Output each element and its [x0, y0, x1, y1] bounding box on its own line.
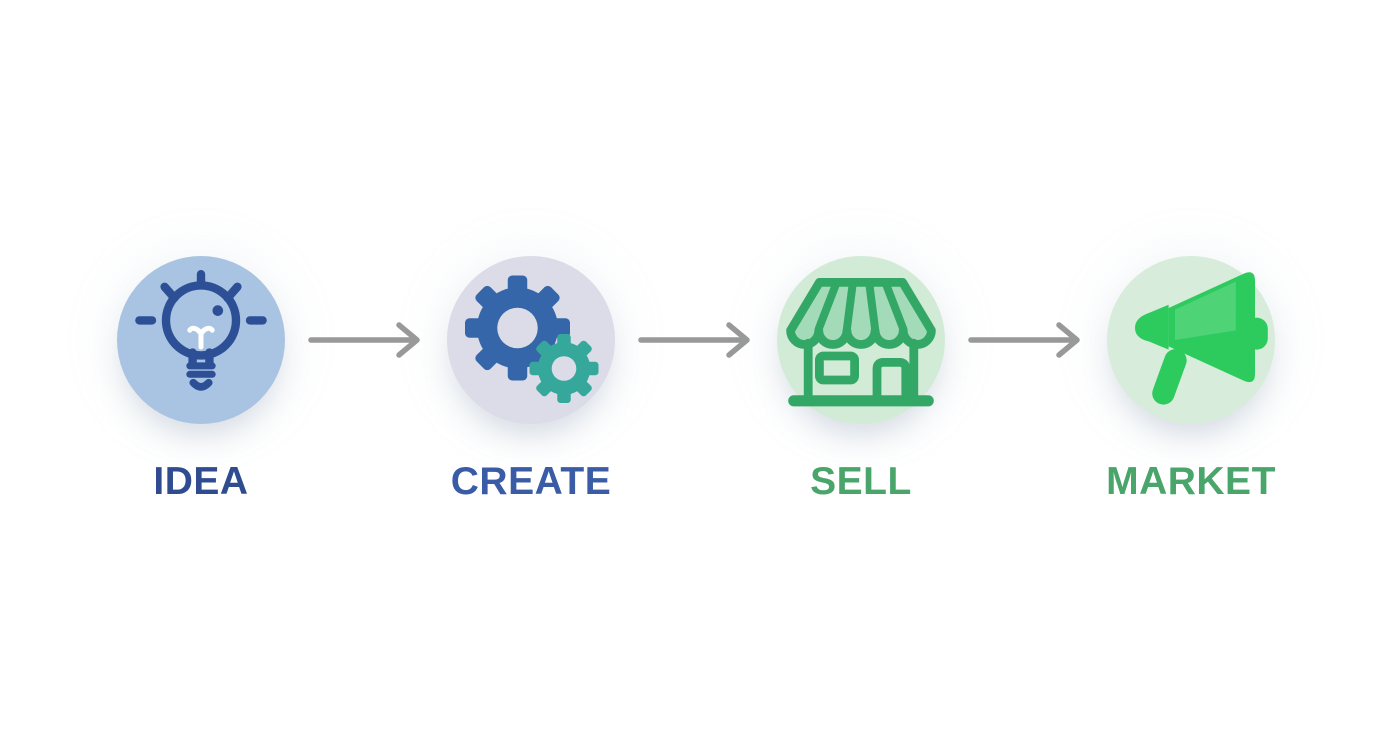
step-sell-label: SELL	[810, 460, 912, 503]
step-idea: IDEA	[106, 256, 296, 501]
step-idea-label: IDEA	[153, 460, 249, 503]
megaphone-icon	[1135, 272, 1268, 405]
step-create-label: CREATE	[450, 460, 612, 503]
step-create-circle	[447, 256, 615, 424]
flow-arrow-2	[638, 322, 750, 358]
step-sell-circle	[777, 256, 945, 424]
step-market-circle	[1107, 256, 1275, 424]
step-market-label: MARKET	[1106, 460, 1276, 503]
step-market: MARKET	[1096, 256, 1286, 501]
flow-arrow-3	[968, 322, 1080, 358]
lightbulb-icon	[135, 270, 267, 391]
flow-arrow-1	[308, 322, 420, 358]
step-idea-circle	[117, 256, 285, 424]
step-create: CREATE	[436, 256, 626, 501]
gears-icon	[465, 275, 599, 403]
step-sell: SELL	[766, 256, 956, 501]
storefront-icon	[786, 278, 936, 407]
flow-row: IDEA	[106, 256, 1286, 501]
